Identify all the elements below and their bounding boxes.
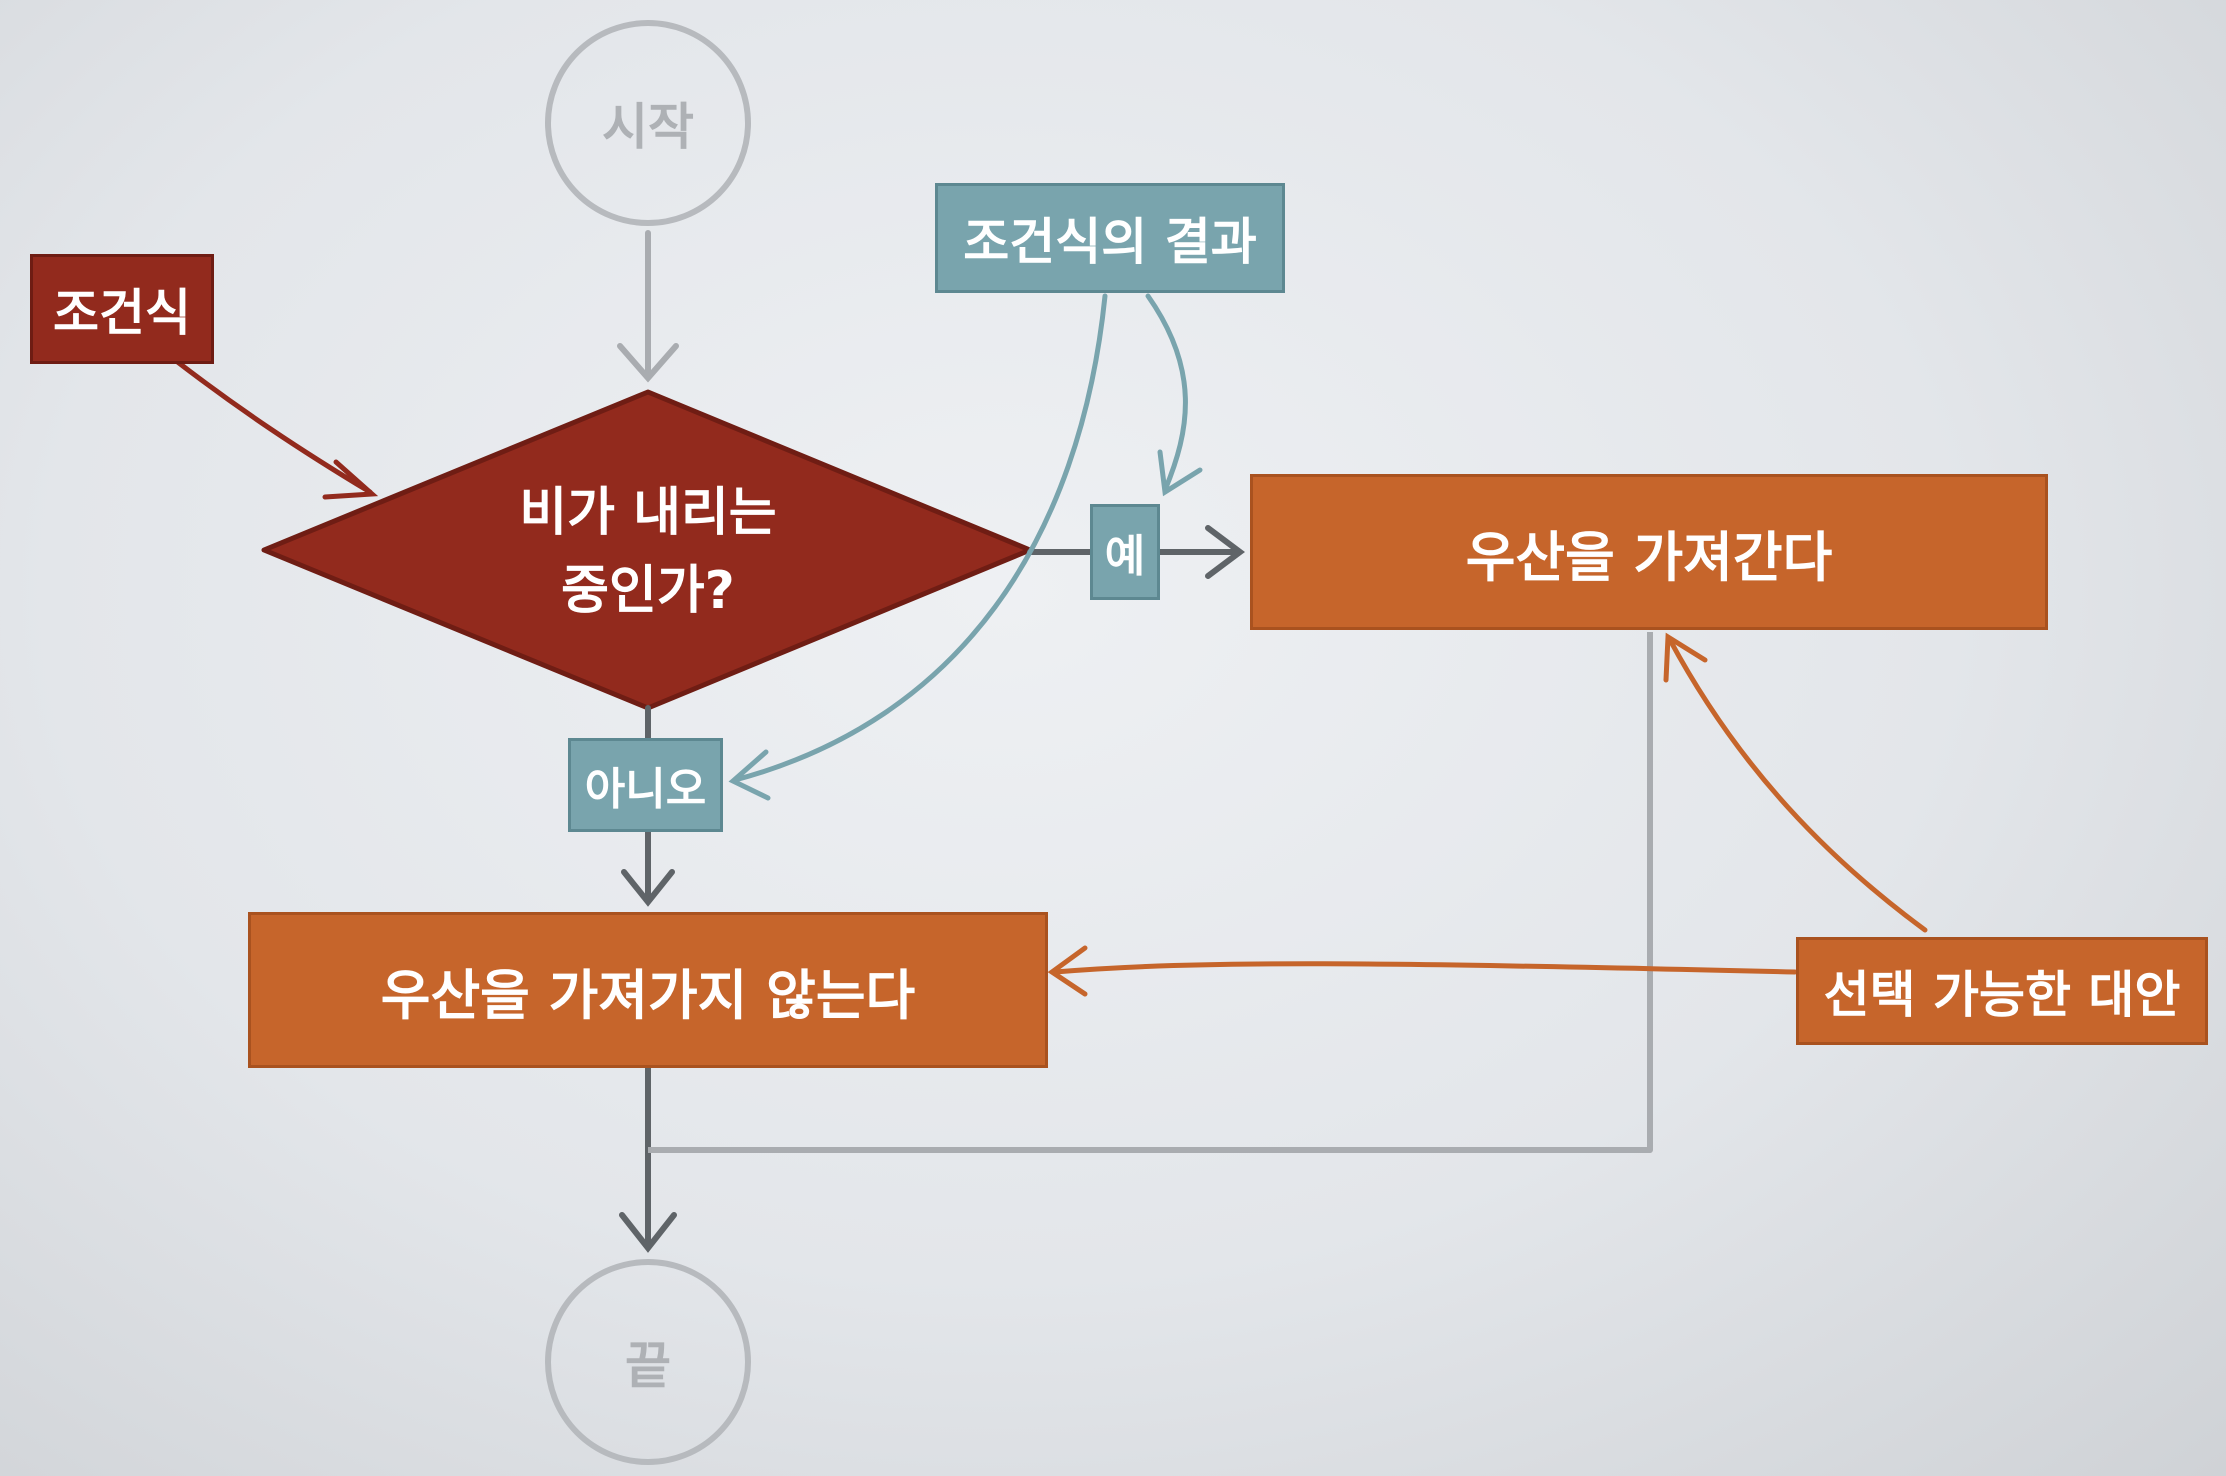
- condition-result-label: 조건식의 결과: [935, 183, 1285, 293]
- take-umbrella-box: 우산을 가져간다: [1250, 474, 2048, 630]
- arrow-decision-to-yes: [1027, 525, 1245, 579]
- pointer-condition: [172, 357, 379, 500]
- yes-label: 예: [1090, 504, 1160, 600]
- arrow-no-umbrella-to-end: [619, 1065, 677, 1253]
- decision-line-1: 비가 내리는: [519, 483, 777, 543]
- arrow-take-umbrella-to-end: [648, 632, 1653, 1153]
- pointer-alternatives: [1047, 632, 1928, 997]
- condition-label: 조건식: [30, 254, 214, 364]
- alternatives-label: 선택 가능한 대안: [1796, 937, 2208, 1045]
- start-circle: [545, 20, 751, 226]
- start-node-label: 시작: [602, 98, 694, 156]
- no-umbrella-box: 우산을 가져가지 않는다: [248, 912, 1048, 1068]
- pointer-condition-result: [728, 293, 1203, 801]
- arrow-start-to-decision: [617, 230, 679, 383]
- decision-question: 비가 내리는 중인가?: [448, 474, 848, 630]
- no-label: 아니오: [568, 738, 723, 832]
- end-node-label: 끝: [625, 1337, 671, 1395]
- decision-line-2: 중인가?: [561, 561, 735, 621]
- end-circle: [545, 1259, 751, 1465]
- arrow-decision-to-no: [621, 705, 675, 907]
